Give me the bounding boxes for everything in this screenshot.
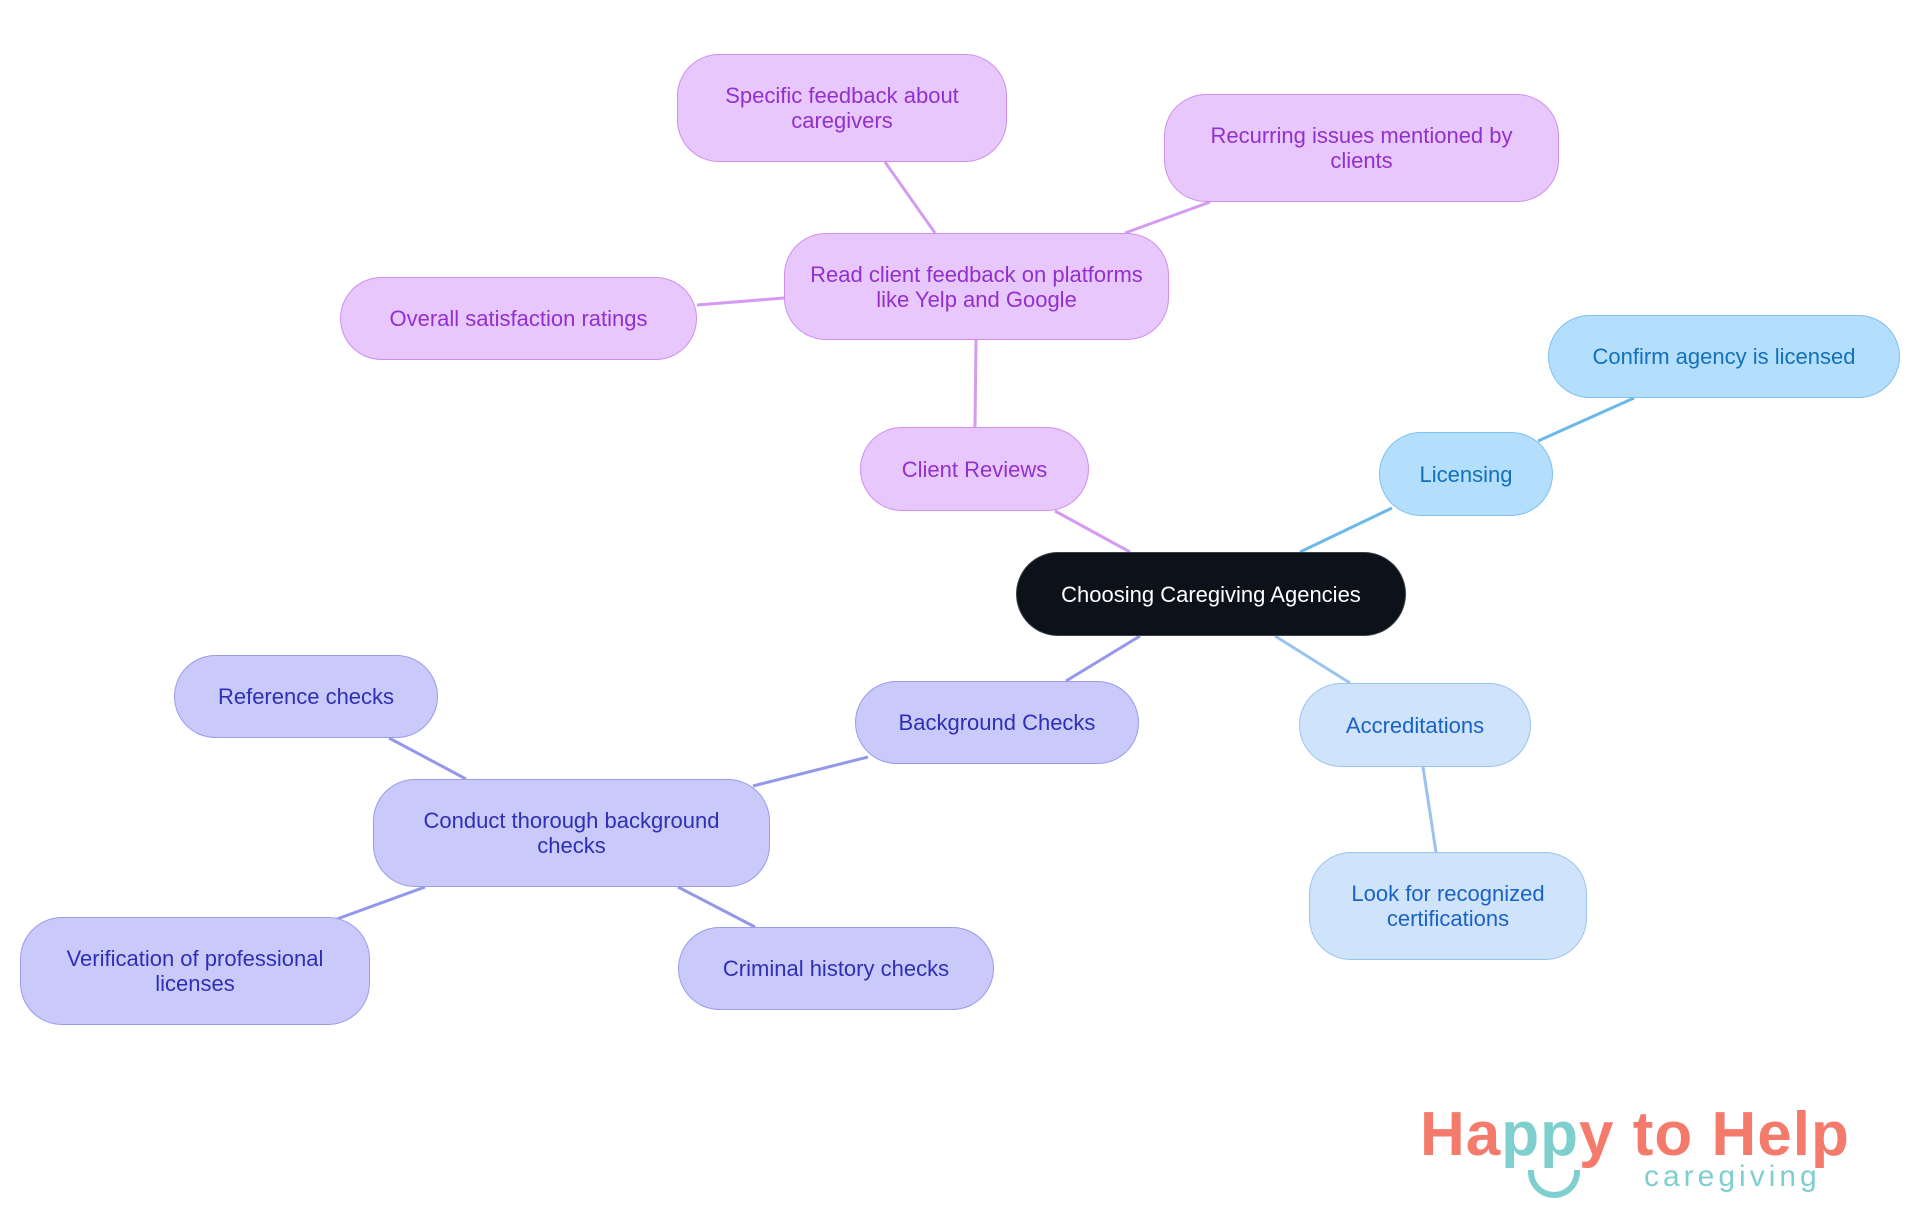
node-confirm-licensed[interactable]: Confirm agency is licensed: [1548, 315, 1900, 398]
root-node[interactable]: Choosing Caregiving Agencies: [1016, 552, 1406, 636]
node-criminal-history[interactable]: Criminal history checks: [678, 927, 994, 1010]
brand-logo: Happy to Help caregiving: [1416, 1100, 1886, 1210]
node-recurring-issues[interactable]: Recurring issues mentioned by clients: [1164, 94, 1559, 202]
node-accreditations[interactable]: Accreditations: [1299, 683, 1531, 767]
node-reference-checks[interactable]: Reference checks: [174, 655, 438, 738]
logo-text-rest: y to Help: [1579, 1100, 1850, 1169]
node-verification-licenses[interactable]: Verification of professional licenses: [20, 917, 370, 1025]
node-conduct-background-checks[interactable]: Conduct thorough background checks: [373, 779, 770, 887]
node-read-client-feedback[interactable]: Read client feedback on platforms like Y…: [784, 233, 1169, 340]
node-recognized-certifications[interactable]: Look for recognized certifications: [1309, 852, 1587, 960]
smile-icon: [1528, 1170, 1580, 1198]
logo-subtitle: caregiving: [1644, 1160, 1821, 1193]
node-specific-feedback[interactable]: Specific feedback about caregivers: [677, 54, 1007, 162]
node-client-reviews[interactable]: Client Reviews: [860, 427, 1089, 511]
node-background-checks[interactable]: Background Checks: [855, 681, 1139, 764]
node-overall-satisfaction[interactable]: Overall satisfaction ratings: [340, 277, 697, 360]
logo-wordmark: Happy to Help: [1420, 1100, 1850, 1170]
logo-text-pp: pp: [1501, 1100, 1580, 1169]
logo-text-ha: Ha: [1420, 1100, 1502, 1169]
node-licensing[interactable]: Licensing: [1379, 432, 1553, 516]
